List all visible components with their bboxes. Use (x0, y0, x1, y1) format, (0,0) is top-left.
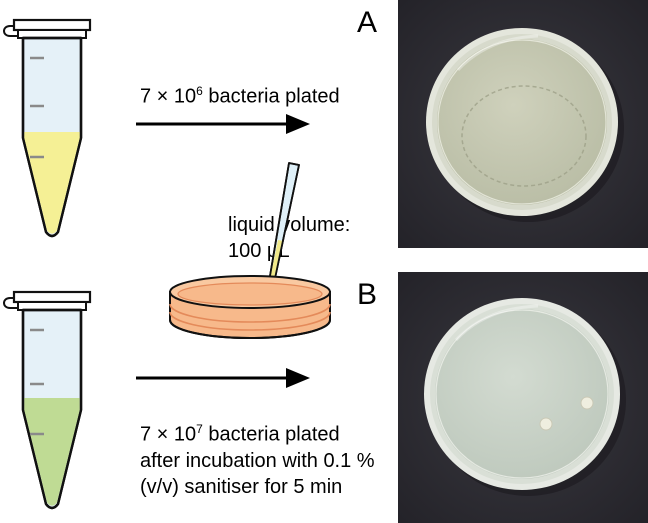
bottom-plated-line1: 7 × 107 bacteria plated (140, 422, 340, 446)
tube-bottom-liquid (24, 398, 80, 506)
panel-label-a: A (357, 6, 378, 39)
colony-1 (580, 396, 594, 410)
bottom-plated-label: 7 × 107 bacteria plated after incubation… (140, 416, 375, 500)
photo-plate-a (398, 0, 648, 248)
tube-top-liquid (24, 132, 80, 234)
bottom-arrow (136, 368, 310, 388)
photo-plate-b (398, 272, 648, 523)
tube-bottom (3, 290, 92, 510)
panel-label-b: B (357, 278, 378, 311)
tube-bottom-rim (17, 301, 87, 311)
plate-a-agar (437, 39, 607, 205)
tube-top (3, 18, 92, 238)
top-plated-label: 7 × 106 bacteria plated (140, 84, 340, 108)
top-arrow (136, 114, 310, 134)
bottom-plated-line3: (v/v) sanitiser for 5 min (140, 475, 343, 498)
plate-b-agar (435, 309, 609, 479)
tube-bottom-cap (12, 290, 92, 304)
petri-dish (169, 275, 331, 339)
colony-2 (539, 417, 553, 431)
bottom-plated-line2: after incubation with 0.1 % (140, 449, 375, 472)
tube-top-cap (12, 18, 92, 32)
liquid-volume-line1: liquid volume: (228, 214, 351, 236)
